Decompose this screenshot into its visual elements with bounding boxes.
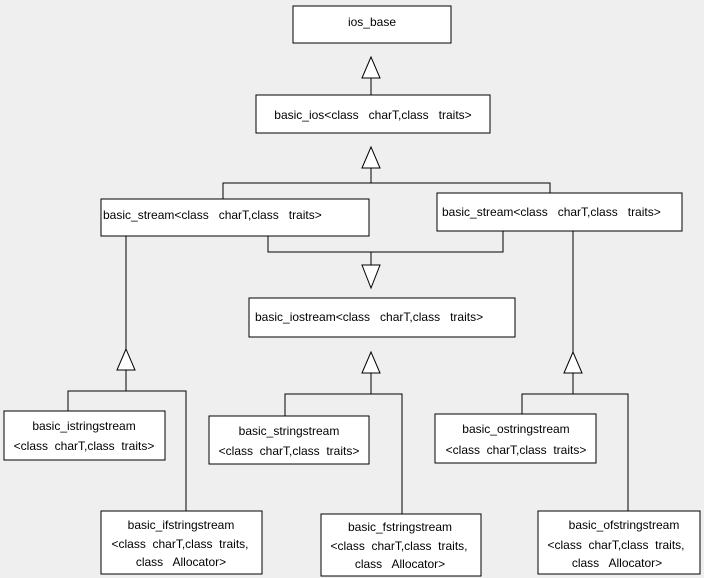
- node-basic-ostringstream-line2: <class charT,class traits>: [446, 443, 587, 457]
- node-basic-stringstream-line2: <class charT,class traits>: [219, 444, 360, 458]
- edge-streams-to-basic-iostream: [267, 231, 504, 253]
- node-basic-fstringstream-line3: class Allocator>: [355, 557, 445, 571]
- node-basic-stream-right-label: basic_stream<class charT,class traits>: [442, 205, 661, 219]
- node-ios-base: ios_base: [292, 5, 452, 44]
- node-basic-ofstringstream-line3: class Allocator>: [572, 556, 662, 570]
- inheritance-arrow-left-stream: [116, 347, 136, 371]
- node-basic-fstringstream: basic_fstringstream <class charT,class t…: [320, 513, 482, 577]
- node-basic-iostream-label: basic_iostream<class charT,class traits>: [255, 310, 483, 324]
- node-basic-ios: basic_ios<class charT,class traits>: [255, 94, 491, 134]
- edge-right-branch: [521, 393, 629, 511]
- node-basic-ofstringstream: basic_ofstringstream <class charT,class …: [537, 510, 701, 575]
- node-basic-istringstream-line2: <class charT,class traits>: [14, 439, 155, 453]
- node-basic-ifstringstream-line2: <class charT,class traits,: [111, 537, 248, 551]
- node-basic-ofstringstream-line1: basic_ofstringstream: [569, 518, 680, 532]
- node-basic-istringstream-line1: basic_istringstream: [32, 419, 135, 433]
- node-basic-iostream: basic_iostream<class charT,class traits>: [248, 297, 516, 338]
- edge-middle-branch: [284, 393, 403, 514]
- node-basic-fstringstream-line1: basic_fstringstream: [348, 520, 452, 534]
- node-basic-ostringstream-line1: basic_ostringstream: [462, 422, 569, 436]
- node-basic-ifstringstream: basic_ifstringstream <class charT,class …: [100, 510, 263, 575]
- node-basic-ostringstream: basic_ostringstream <class charT,class t…: [434, 413, 597, 464]
- inheritance-arrow-basic-ios: [361, 145, 381, 169]
- connectors: [67, 55, 629, 514]
- inheritance-arrow-middle: [361, 350, 381, 374]
- node-ios-base-label: ios_base: [348, 15, 396, 29]
- node-basic-ifstringstream-line3: class Allocator>: [136, 555, 226, 569]
- edge-left-branch: [67, 390, 187, 511]
- node-basic-stringstream: basic_stringstream <class charT,class tr…: [208, 415, 370, 465]
- node-basic-ifstringstream-line1: basic_ifstringstream: [128, 518, 235, 532]
- node-basic-stream-right: basic_stream<class charT,class traits>: [436, 192, 683, 232]
- node-basic-stringstream-line1: basic_stringstream: [239, 424, 340, 438]
- node-basic-stream-left: basic_stream<class charT,class traits>: [100, 198, 370, 237]
- node-basic-istringstream: basic_istringstream <class charT,class t…: [3, 410, 166, 461]
- edge-basic-stream-left-up: [222, 182, 551, 199]
- node-basic-ofstringstream-line2: <class charT,class traits,: [547, 538, 684, 552]
- node-basic-stream-left-label: basic_stream<class charT,class traits>: [103, 208, 322, 222]
- node-basic-ios-label: basic_ios<class charT,class traits>: [274, 108, 471, 122]
- node-basic-fstringstream-line2: <class charT,class traits,: [330, 539, 467, 553]
- inheritance-arrow-right-stream: [563, 350, 583, 374]
- inheritance-arrow-ios-base: [361, 55, 381, 79]
- inheritance-arrow-basic-iostream: [361, 264, 381, 290]
